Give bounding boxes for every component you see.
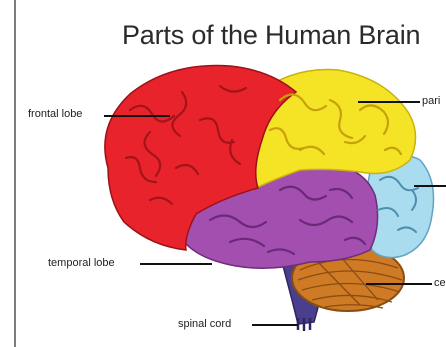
temporal-lobe-label: temporal lobe — [48, 257, 115, 269]
cerebellum-label: ce — [434, 277, 446, 289]
spinal-cord-label: spinal cord — [178, 318, 231, 330]
frontal-lobe-label: frontal lobe — [28, 108, 82, 120]
parietal-lobe-label: pari — [422, 95, 440, 107]
